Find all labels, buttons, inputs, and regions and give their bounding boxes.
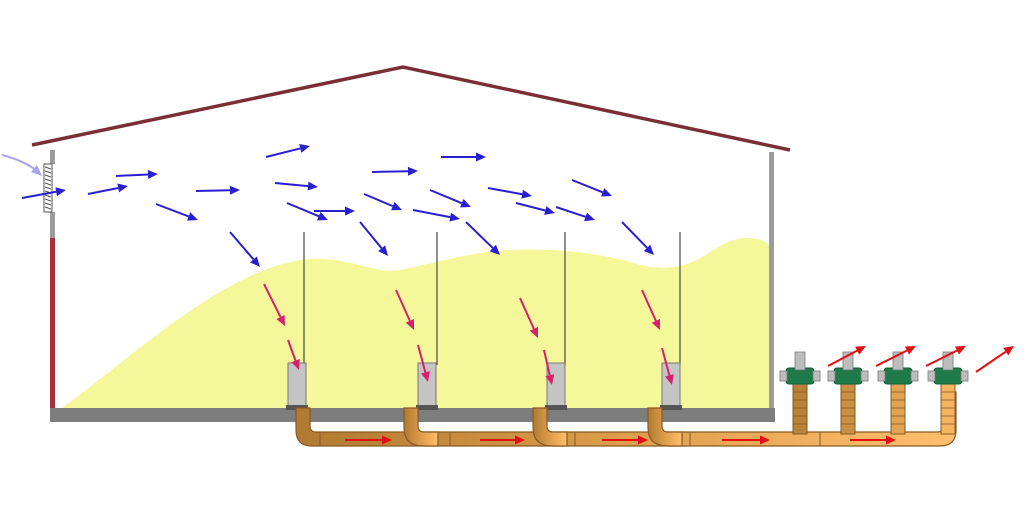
air-flow-arrow xyxy=(621,221,654,255)
duct-airflow-arrow xyxy=(480,435,525,445)
duct-airflow-arrow xyxy=(850,435,896,445)
air-flow-arrow xyxy=(265,144,310,158)
suction-pipe-icon xyxy=(545,232,567,410)
exhaust-fan-icon xyxy=(877,351,919,435)
air-flow-arrow xyxy=(465,221,500,255)
exhaust-air-arrow xyxy=(827,346,866,367)
air-into-grain-arrow xyxy=(661,347,674,385)
duct-bend xyxy=(403,407,439,447)
air-flow-arrow xyxy=(555,206,595,222)
air-flow-arrow xyxy=(87,183,128,195)
air-flow-arrow xyxy=(21,187,66,199)
suction-pipes xyxy=(286,232,682,410)
airflow-arrows xyxy=(1,144,1014,445)
exhaust-fan-icon xyxy=(927,351,969,435)
exhaust-air-arrow xyxy=(975,346,1014,373)
exhaust-fan-icon xyxy=(779,351,821,435)
air-into-grain-arrow xyxy=(543,349,555,385)
air-flow-arrow xyxy=(229,231,260,267)
air-into-grain-arrow xyxy=(519,297,538,338)
duct-seams xyxy=(319,432,821,446)
air-into-grain-arrow xyxy=(395,289,414,330)
right-wall xyxy=(769,152,774,410)
air-flow-arrow xyxy=(412,209,460,222)
air-flow-arrow xyxy=(155,203,198,221)
air-into-grain-arrow xyxy=(263,283,285,326)
air-flow-arrow xyxy=(371,166,418,176)
air-flow-arrow xyxy=(515,202,555,215)
air-flow-arrow xyxy=(441,152,486,162)
air-flow-arrow xyxy=(571,179,612,197)
left-wall-upper xyxy=(50,150,55,164)
duct-bends xyxy=(403,407,683,447)
air-flow-arrow xyxy=(286,202,328,221)
air-flow-arrow xyxy=(487,187,532,199)
air-into-grain-arrow xyxy=(287,339,300,370)
air-into-grain-arrow xyxy=(417,344,430,382)
air-flow-arrow xyxy=(195,185,240,195)
air-flow-arrow xyxy=(429,189,471,208)
air-inlet-louver-icon xyxy=(43,163,53,213)
air-flow-arrow xyxy=(359,221,388,256)
air-flow-arrow xyxy=(115,169,158,179)
exhaust-air-arrow xyxy=(875,346,916,367)
left-wall-lower xyxy=(50,238,55,410)
left-wall-mid xyxy=(50,212,55,238)
suction-pipe-icon xyxy=(660,232,682,410)
inlet-air-arrow xyxy=(1,154,42,176)
air-flow-arrow xyxy=(314,206,355,216)
duct-bend xyxy=(647,407,683,447)
duct-airflow-arrow xyxy=(345,435,392,445)
exhaust-fans xyxy=(779,351,969,435)
grain-pile xyxy=(62,238,769,408)
exhaust-air-arrow xyxy=(925,346,966,367)
duct-airflow-arrow xyxy=(602,435,648,445)
exhaust-fan-icon xyxy=(827,351,869,435)
air-flow-arrow xyxy=(274,181,318,191)
duct-airflow-arrow xyxy=(722,435,770,445)
air-into-grain-arrow xyxy=(641,289,660,330)
roof xyxy=(31,65,791,152)
duct-bend xyxy=(532,407,568,447)
air-flow-arrow xyxy=(363,193,402,211)
